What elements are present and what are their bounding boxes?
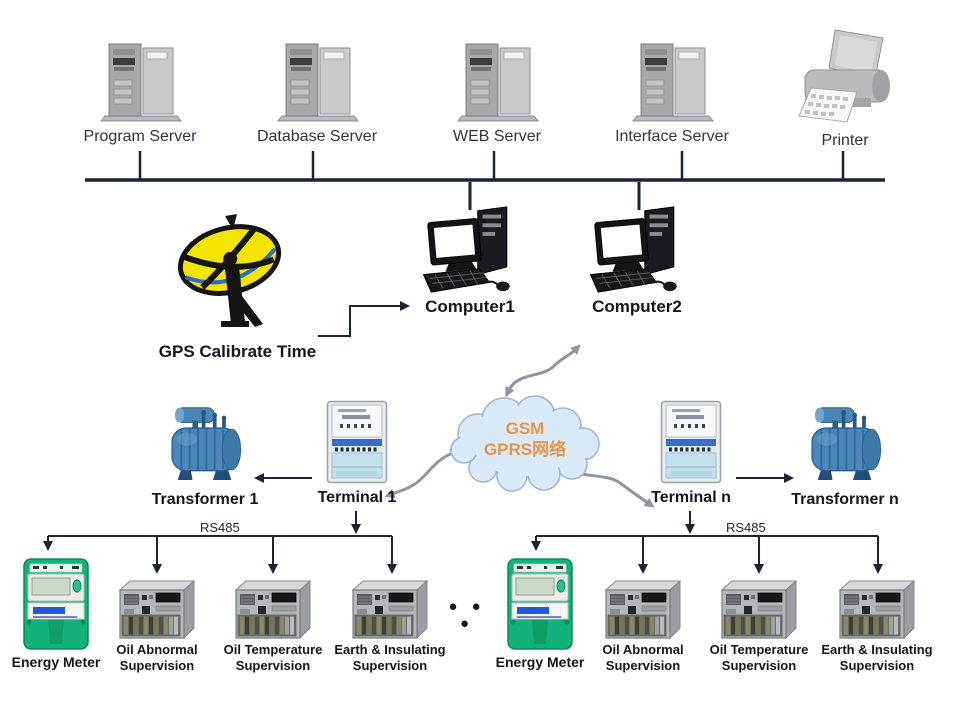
transformer1-node: Transformer 1 (135, 398, 275, 509)
gps-label: GPS Calibrate Time (158, 342, 317, 361)
node-label: Earth & Insulating Supervision (821, 642, 933, 673)
cloud-label: GSM GPRS网络 (436, 418, 614, 460)
computer-icon (421, 203, 519, 295)
rack-device-icon (602, 578, 684, 640)
rack-device-icon (718, 578, 800, 640)
computer-icon (588, 203, 686, 295)
gps-dish-node (165, 210, 310, 335)
device-drop-arrows (43, 536, 883, 574)
node-label: Oil Abnormal Supervision (116, 642, 198, 673)
database-server-node: Database Server (242, 36, 392, 146)
computer2-node: Computer2 (567, 203, 707, 317)
energy-meter-icon (22, 556, 90, 652)
node-label: Energy Meter (11, 654, 101, 670)
node-label: Database Server (256, 128, 378, 145)
energy-meter-icon (506, 556, 574, 652)
interface-server-node: Interface Server (597, 36, 747, 146)
node-label: Transformer 1 (151, 491, 259, 508)
oil-abnormal-node: Oil Abnormal Supervision (583, 578, 703, 674)
oil-temperature-node: Oil Temperature Supervision (699, 578, 819, 674)
gps-to-computer1-arrow (318, 301, 410, 337)
transformer-icon (161, 398, 249, 486)
earth-insulating-node: Earth & Insulating Supervision (817, 578, 937, 674)
web-server-node: WEB Server (422, 36, 572, 146)
terminal1-node: Terminal 1 (302, 400, 412, 507)
printer-icon (793, 28, 897, 128)
program-server-node: Program Server (65, 36, 215, 146)
satellite-dish-icon (165, 210, 310, 335)
computer1-node: Computer1 (400, 203, 540, 317)
node-label: Earth & Insulating Supervision (334, 642, 446, 673)
energy-meter-node: Energy Meter (492, 556, 588, 670)
node-label: Energy Meter (495, 654, 585, 670)
rack-device-icon (836, 578, 918, 640)
rs485-label-left: RS485 (200, 520, 240, 535)
printer-node: Printer (770, 28, 920, 150)
earth-insulating-node: Earth & Insulating Supervision (330, 578, 450, 674)
terminal-icon (326, 400, 388, 484)
cloud-label-line2: GPRS网络 (483, 440, 567, 459)
server-drop-lines (138, 151, 845, 210)
server-icon (95, 36, 185, 124)
rack-device-icon (232, 578, 314, 640)
server-icon (627, 36, 717, 124)
server-icon (272, 36, 362, 124)
transformer-icon (801, 398, 889, 486)
node-label: Oil Temperature Supervision (223, 642, 323, 673)
terminaln-node: Terminal n (636, 400, 746, 507)
energy-meter-node: Energy Meter (8, 556, 104, 670)
node-label: Printer (821, 132, 869, 149)
ellipsis: ● ● ● (448, 598, 486, 632)
node-label: Computer2 (592, 297, 682, 316)
rack-device-icon (116, 578, 198, 640)
node-label: Oil Temperature Supervision (709, 642, 809, 673)
network-cloud (450, 395, 600, 492)
rs485-label-right: RS485 (726, 520, 766, 535)
oil-temperature-node: Oil Temperature Supervision (213, 578, 333, 674)
node-label: Terminal n (651, 489, 731, 506)
node-label: Transformer n (791, 491, 899, 508)
oil-abnormal-node: Oil Abnormal Supervision (97, 578, 217, 674)
node-label: Program Server (83, 128, 197, 145)
node-label: WEB Server (452, 128, 541, 145)
node-label: Terminal 1 (317, 489, 397, 506)
terminal-icon (660, 400, 722, 484)
rack-device-icon (349, 578, 431, 640)
cloud-label-line1: GSM (505, 419, 545, 438)
node-label: Interface Server (615, 128, 729, 145)
transformern-node: Transformer n (775, 398, 915, 509)
node-label: Computer1 (425, 297, 515, 316)
node-label: Oil Abnormal Supervision (602, 642, 684, 673)
server-icon (452, 36, 542, 124)
